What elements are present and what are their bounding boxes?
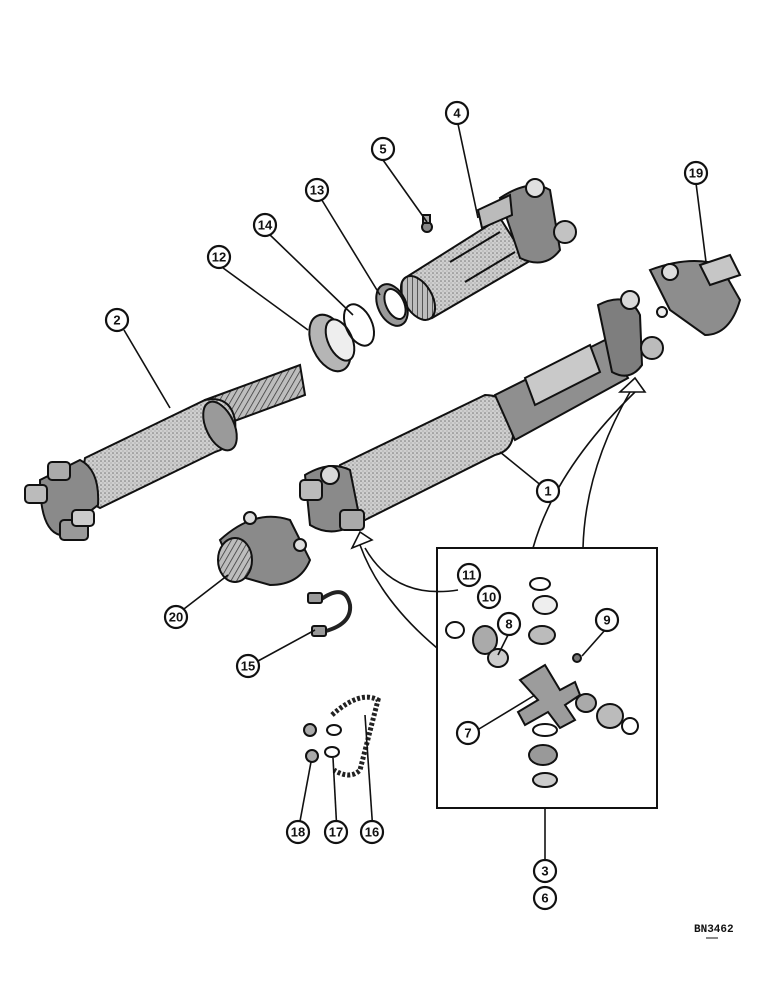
u-bolt-part-16 — [330, 694, 381, 778]
reference-code: BN3462 — [694, 924, 734, 936]
end-yoke-part-19 — [648, 253, 742, 337]
svg-text:2: 2 — [113, 313, 120, 328]
callout-9: 9 — [594, 607, 620, 633]
grease-tube-part-15 — [307, 590, 353, 637]
svg-text:11: 11 — [462, 568, 476, 583]
callout-15: 15 — [235, 653, 261, 679]
driveshaft-part-1 — [299, 290, 664, 533]
flange-yoke-part-20 — [217, 511, 312, 587]
ring-part-12 — [308, 313, 356, 373]
svg-text:12: 12 — [212, 250, 226, 265]
callout-10: 10 — [476, 584, 502, 610]
svg-text:16: 16 — [365, 825, 379, 840]
svg-text:3: 3 — [541, 864, 548, 879]
svg-text:8: 8 — [505, 617, 512, 632]
svg-text:18: 18 — [291, 825, 305, 840]
svg-text:19: 19 — [689, 166, 703, 181]
callout-2: 2 — [104, 307, 130, 333]
callout-1: 1 — [535, 478, 561, 504]
callout-19: 19 — [683, 160, 709, 186]
callout-13: 13 — [304, 177, 330, 203]
slip-yoke-part-4 — [399, 178, 577, 321]
driveshaft-part-2 — [24, 363, 307, 541]
callout-5: 5 — [370, 136, 396, 162]
callout-8: 8 — [496, 611, 522, 637]
grease-fitting-part-5 — [421, 214, 433, 233]
leader-lines — [123, 123, 707, 833]
lockwasher-part-17 — [324, 724, 342, 758]
nut-part-18 — [303, 723, 319, 763]
callout-11: 11 — [456, 562, 482, 588]
svg-text:17: 17 — [329, 825, 343, 840]
svg-text:6: 6 — [541, 891, 548, 906]
callout-16: 16 — [359, 819, 385, 845]
svg-text:5: 5 — [379, 142, 386, 157]
svg-text:7: 7 — [464, 726, 471, 741]
svg-text:15: 15 — [241, 659, 255, 674]
callout-14: 14 — [252, 212, 278, 238]
callout-12: 12 — [206, 244, 232, 270]
callout-6: 6 — [532, 885, 558, 911]
callout-17: 17 — [323, 819, 349, 845]
svg-text:20: 20 — [169, 610, 183, 625]
svg-text:9: 9 — [603, 613, 610, 628]
callout-20: 20 — [163, 604, 189, 630]
callout-18: 18 — [285, 819, 311, 845]
callout-3: 3 — [532, 858, 558, 884]
svg-text:10: 10 — [482, 590, 496, 605]
svg-text:4: 4 — [453, 106, 461, 121]
bearing-kit-inset — [350, 376, 658, 809]
callout-7: 7 — [455, 720, 481, 746]
svg-text:13: 13 — [310, 183, 324, 198]
washer-part-14 — [342, 303, 376, 347]
callout-4: 4 — [444, 100, 470, 126]
ring-part-13 — [375, 283, 409, 327]
svg-text:1: 1 — [544, 484, 551, 499]
svg-text:14: 14 — [258, 218, 273, 233]
